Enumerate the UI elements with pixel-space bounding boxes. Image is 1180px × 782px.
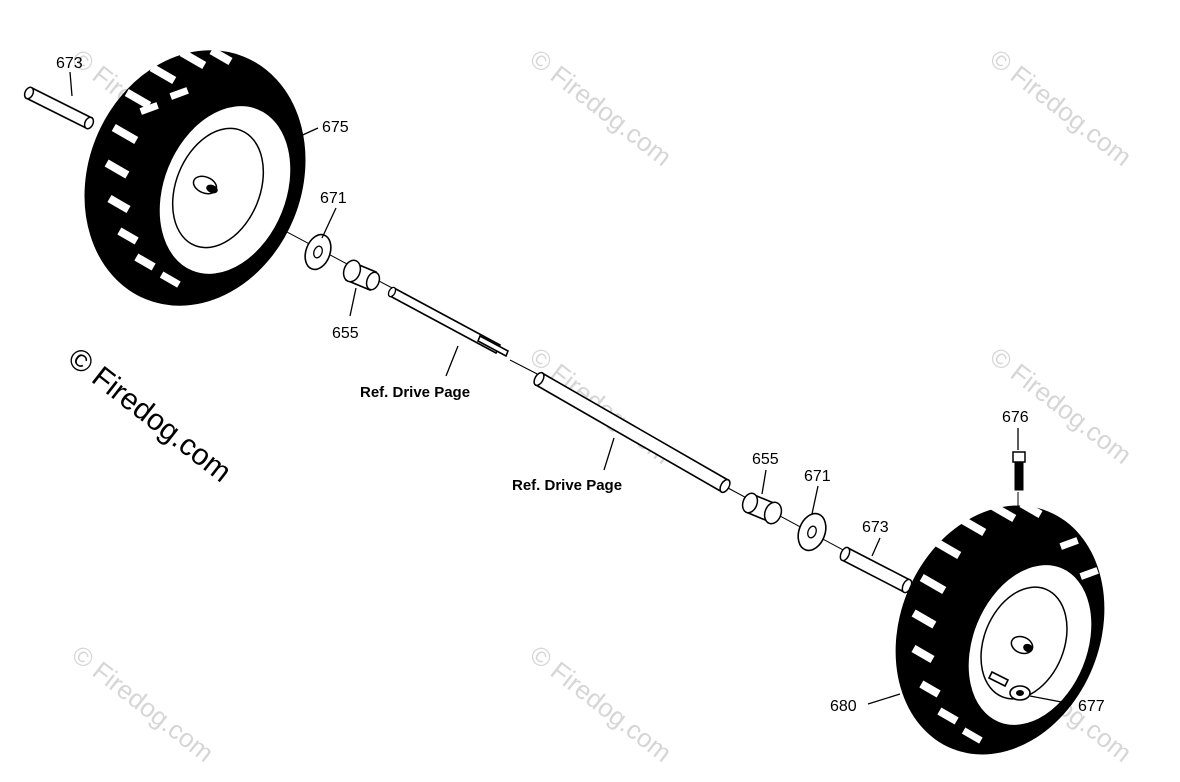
callout-675: 675 — [322, 119, 349, 136]
washer-671-left — [304, 233, 332, 271]
spacer-tube-673-right — [839, 546, 913, 594]
watermark: © Firedog.com — [524, 43, 677, 172]
bushing-655-left — [342, 259, 381, 292]
ref-drive-page-right: Ref. Drive Page — [512, 477, 622, 494]
callout-671-left: 671 — [320, 190, 347, 207]
watermark-main: © Firedog.com — [62, 342, 238, 489]
axle-shaft-right — [533, 371, 731, 494]
bushing-655-right — [741, 492, 783, 525]
callout-655-left: 655 — [332, 325, 359, 342]
spacer-tube-673-left — [23, 86, 95, 130]
watermark: © Firedog.com — [66, 639, 219, 768]
watermark: © Firedog.com — [984, 341, 1137, 470]
nut-677 — [1009, 685, 1031, 701]
callout-676: 676 — [1002, 409, 1029, 426]
callout-655-right: 655 — [752, 451, 779, 468]
callout-671-right: 671 — [804, 468, 831, 485]
callout-677: 677 — [1078, 698, 1105, 715]
watermark: © Firedog.com — [524, 639, 677, 768]
washer-671-right — [797, 512, 827, 552]
leader-lines — [69, 71, 1073, 705]
callout-673-right: 673 — [862, 519, 889, 536]
ref-drive-page-left: Ref. Drive Page — [360, 384, 470, 401]
bolt-676 — [1012, 451, 1026, 491]
callout-680: 680 — [830, 698, 857, 715]
watermark: © Firedog.com — [984, 43, 1137, 172]
right-wheel-tire — [895, 500, 1105, 755]
callout-673-left: 673 — [56, 55, 83, 72]
axle-shaft-left — [387, 286, 510, 358]
left-wheel-tire — [84, 47, 306, 306]
callout-labels: 673 675 671 655 Ref. Drive Page Ref. Dri… — [56, 55, 1105, 715]
